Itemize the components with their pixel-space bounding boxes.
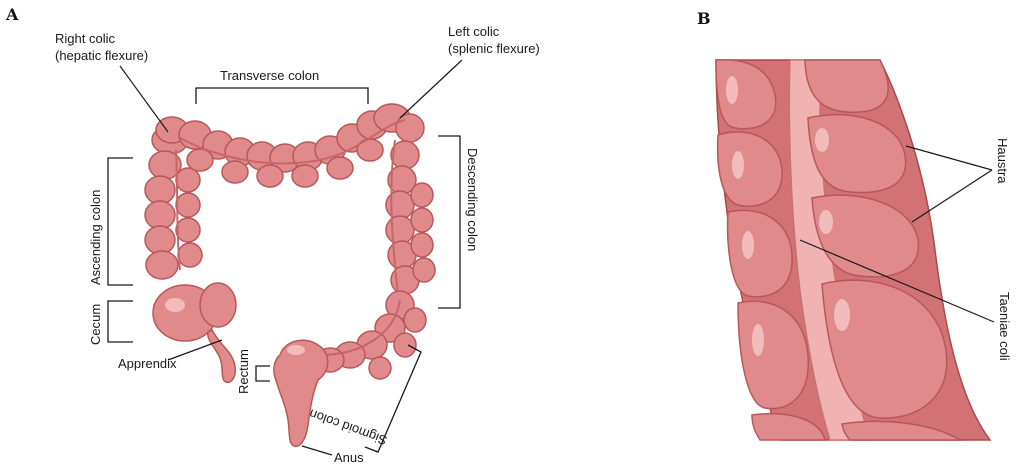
cecum-label: Cecum [88, 304, 103, 345]
descending-colon-shape [386, 140, 435, 295]
anus-label: Anus [334, 450, 364, 465]
right-colic-leader [120, 66, 168, 132]
panel-a-letter: A [5, 5, 19, 24]
sigmoid-colon-label: Sigmoid colon [307, 406, 389, 448]
ascending-colon-label: Ascending colon [88, 190, 103, 285]
taeniae-coli-label: Taeniae coli [997, 292, 1012, 361]
right-colic-label-line2: (hepatic flexure) [55, 48, 148, 63]
large-intestine-illustration [145, 104, 435, 446]
ascending-colon-bracket [108, 158, 133, 285]
sigmoid-colon-shape [316, 291, 426, 379]
right-colic-label-line1: Right colic [55, 31, 115, 46]
appendix-shape [208, 330, 236, 382]
descending-colon-label: Descending colon [465, 148, 480, 251]
rectum-shape [274, 340, 328, 446]
cecum-bracket [108, 301, 133, 342]
transverse-colon-label: Transverse colon [220, 68, 319, 83]
rectum-label: Rectum [236, 349, 251, 394]
left-colic-leader [400, 60, 462, 118]
left-colic-label-line2: (splenic flexure) [448, 41, 540, 56]
haustra-label: Haustra [995, 138, 1010, 184]
appendix-label: Apprendix [118, 356, 177, 371]
transverse-colon-bracket [196, 88, 368, 104]
cecum-shape [153, 283, 236, 341]
left-colic-label-line1: Left colic [448, 24, 500, 39]
descending-colon-bracket [438, 136, 460, 308]
rectum-bracket [256, 366, 270, 381]
anus-leader [302, 446, 332, 455]
appendix-leader [168, 340, 222, 360]
colon-wall-closeup [716, 60, 990, 440]
panel-b-letter: B [697, 9, 711, 28]
